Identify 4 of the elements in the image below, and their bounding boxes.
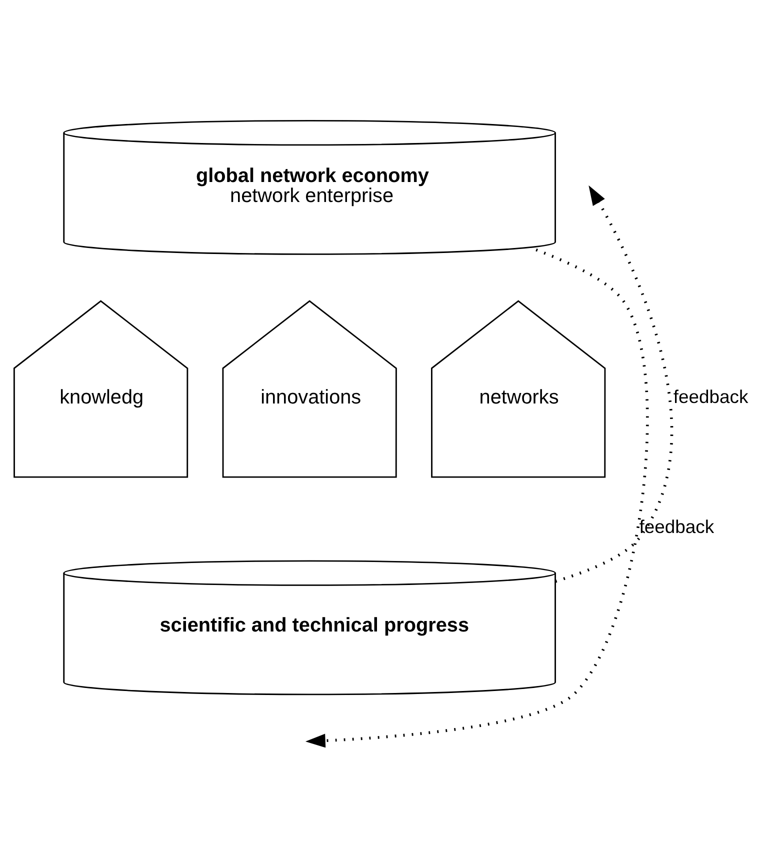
arrow [554,185,673,583]
edge-label: feedback [673,386,748,408]
arrow [305,248,649,748]
edge-label: feedback [639,516,714,538]
